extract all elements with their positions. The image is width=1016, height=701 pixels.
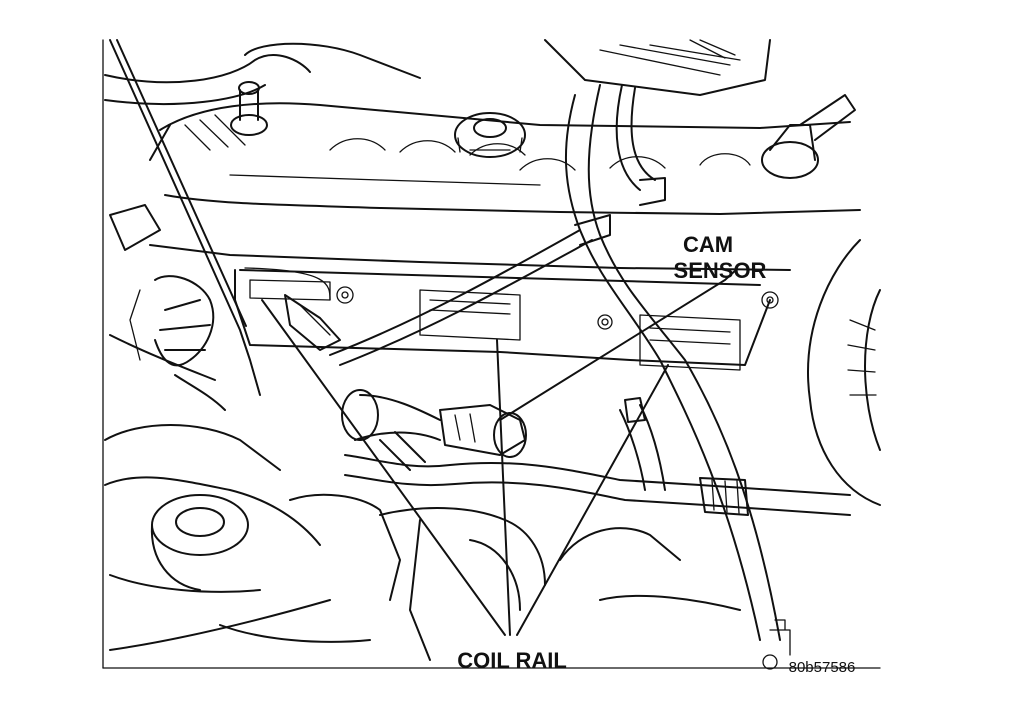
lower-hose [344,454,851,516]
upper-left-hose [104,42,421,105]
breather-fitting-left [230,81,268,136]
coil-rail-label: COIL RAIL [457,648,567,673]
coil-connector [284,294,341,351]
vacuum-hoses [329,84,781,641]
cam-sensor-body [341,389,527,471]
fan-shroud [807,239,881,506]
lower-engine-parts [104,397,791,670]
cam-sensor-label-line2: SENSOR [674,258,767,283]
dipstick [109,39,261,396]
illustration-frame [102,39,881,669]
cam-sensor-label-line1: CAM [683,232,733,257]
figure-reference: 80b57586 [789,659,856,676]
cam-sensor-leaders [499,268,738,421]
valve-cover [149,102,861,215]
oil-filler-cap [454,112,526,158]
left-wiring-harness [109,275,226,411]
air-cleaner-box [544,39,771,96]
coil-rail-leaders [261,299,669,636]
breather-fitting-right [761,94,856,179]
fluid-reservoir [104,476,321,593]
